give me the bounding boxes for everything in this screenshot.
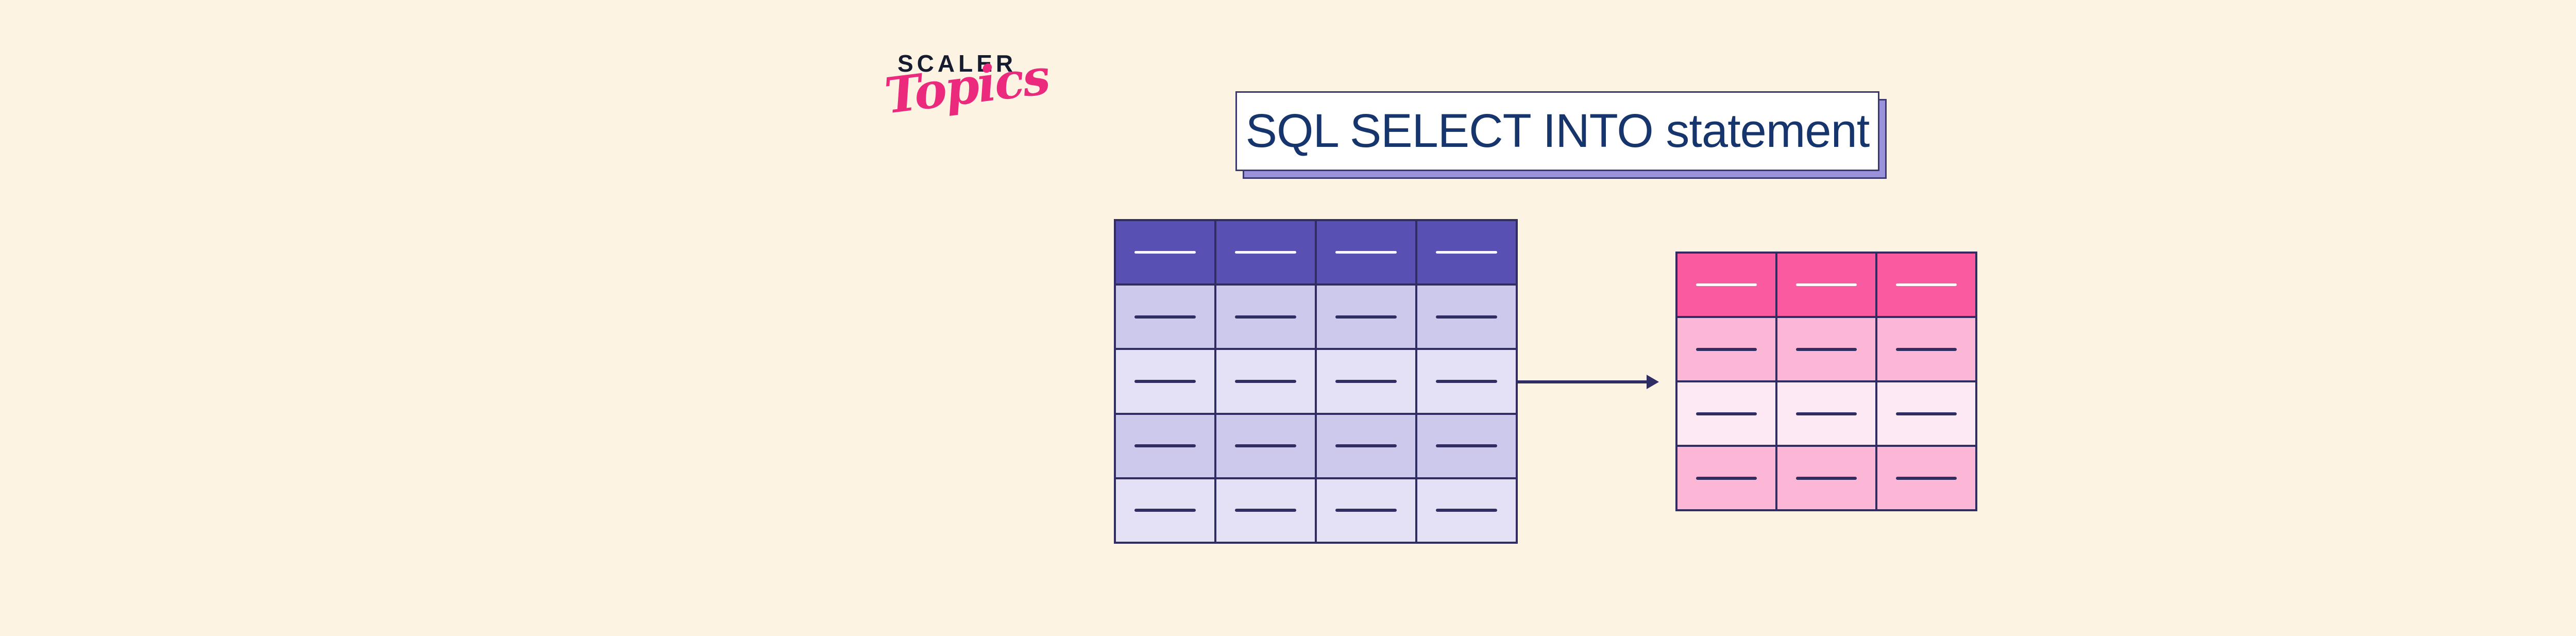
- table-header-cell: [1676, 253, 1776, 317]
- table-cell: [1215, 413, 1316, 478]
- cell-dash-placeholder: [1335, 509, 1397, 512]
- cell-dash-placeholder: [1896, 476, 1957, 480]
- arrow-icon: [1518, 375, 1659, 389]
- table-cell: [1115, 284, 1215, 349]
- table-cell: [1876, 317, 1976, 381]
- cell-dash-placeholder: [1436, 444, 1497, 448]
- table-header-cell: [1776, 253, 1876, 317]
- cell-dash-placeholder: [1235, 509, 1296, 512]
- table-cell: [1316, 349, 1416, 414]
- cell-dash-placeholder: [1896, 347, 1957, 351]
- cell-dash-placeholder: [1696, 476, 1757, 480]
- table-cell: [1115, 413, 1215, 478]
- cell-dash-placeholder: [1335, 379, 1397, 383]
- cell-dash-placeholder: [1335, 444, 1397, 448]
- cell-dash-placeholder: [1796, 347, 1857, 351]
- table-cell: [1676, 317, 1776, 381]
- table-header-cell: [1215, 220, 1316, 285]
- table-cell: [1215, 478, 1316, 543]
- cell-dash-placeholder: [1134, 509, 1196, 512]
- table-cell: [1776, 446, 1876, 510]
- scaler-topics-logo: SCALER Topics: [882, 48, 1052, 163]
- cell-dash-placeholder: [1134, 251, 1196, 254]
- logo-brand-text: SCALER: [897, 50, 1017, 77]
- cell-dash-placeholder: [1896, 283, 1957, 286]
- cell-dash-placeholder: [1436, 379, 1497, 383]
- title-banner: SQL SELECT INTO statement: [1235, 91, 1887, 179]
- cell-dash-placeholder: [1696, 412, 1757, 415]
- result-table: [1675, 252, 1977, 511]
- table-cell: [1115, 478, 1215, 543]
- table-cell: [1316, 284, 1416, 349]
- page-title: SQL SELECT INTO statement: [1245, 105, 1870, 157]
- cell-dash-placeholder: [1134, 315, 1196, 319]
- table-header-cell: [1416, 220, 1517, 285]
- cell-dash-placeholder: [1896, 412, 1957, 415]
- table-cell: [1215, 284, 1316, 349]
- table-cell: [1115, 349, 1215, 414]
- table-header-cell: [1115, 220, 1215, 285]
- table-cell: [1416, 349, 1517, 414]
- cell-dash-placeholder: [1235, 444, 1296, 448]
- cell-dash-placeholder: [1436, 315, 1497, 319]
- cell-dash-placeholder: [1134, 379, 1196, 383]
- table-cell: [1316, 478, 1416, 543]
- cell-dash-placeholder: [1796, 412, 1857, 415]
- cell-dash-placeholder: [1235, 379, 1296, 383]
- title-box: SQL SELECT INTO statement: [1235, 91, 1879, 171]
- cell-dash-placeholder: [1335, 315, 1397, 319]
- table-cell: [1776, 317, 1876, 381]
- source-table: [1114, 219, 1518, 544]
- table-header-cell: [1316, 220, 1416, 285]
- table-header-cell: [1876, 253, 1976, 317]
- table-cell: [1776, 381, 1876, 446]
- table-cell: [1676, 446, 1776, 510]
- cell-dash-placeholder: [1235, 315, 1296, 319]
- cell-dash-placeholder: [1696, 283, 1757, 286]
- table-cell: [1316, 413, 1416, 478]
- cell-dash-placeholder: [1796, 283, 1857, 286]
- cell-dash-placeholder: [1235, 251, 1296, 254]
- cell-dash-placeholder: [1335, 251, 1397, 254]
- table-cell: [1215, 349, 1316, 414]
- cell-dash-placeholder: [1696, 347, 1757, 351]
- cell-dash-placeholder: [1134, 444, 1196, 448]
- table-cell: [1876, 381, 1976, 446]
- table-cell: [1676, 381, 1776, 446]
- table-cell: [1416, 478, 1517, 543]
- table-cell: [1416, 413, 1517, 478]
- cell-dash-placeholder: [1436, 509, 1497, 512]
- table-cell: [1876, 446, 1976, 510]
- cell-dash-placeholder: [1796, 476, 1857, 480]
- table-cell: [1416, 284, 1517, 349]
- cell-dash-placeholder: [1436, 251, 1497, 254]
